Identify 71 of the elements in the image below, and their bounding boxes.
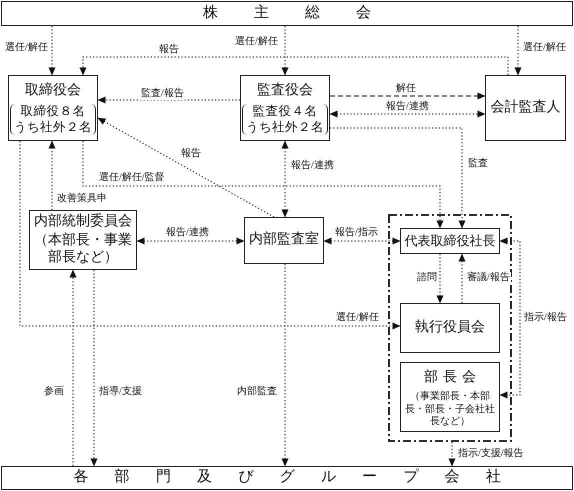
arrow bbox=[330, 110, 486, 118]
arrow bbox=[80, 56, 508, 76]
process-box bbox=[400, 303, 500, 353]
process-box bbox=[29, 210, 137, 270]
edge-label: 参画 bbox=[43, 386, 65, 398]
node-title: 株主総会 bbox=[203, 4, 407, 23]
edge-label: 監査 bbox=[467, 158, 489, 170]
edge-label: 報告/連携 bbox=[165, 227, 210, 239]
process-box bbox=[400, 362, 500, 432]
arrow bbox=[448, 442, 456, 466]
edge-label: 解任 bbox=[395, 83, 417, 95]
arrow bbox=[90, 270, 98, 466]
node-title: 取締役会 bbox=[25, 82, 81, 100]
edge-label: 改善策具申 bbox=[56, 193, 108, 205]
process-box bbox=[485, 75, 566, 141]
arrow bbox=[458, 254, 466, 304]
edge-label: 監査/報告 bbox=[140, 88, 185, 100]
arrow bbox=[330, 92, 486, 100]
node-note: 取締役８名 bbox=[20, 104, 86, 120]
node-note: うち社外２名 bbox=[14, 120, 92, 136]
arrow bbox=[330, 128, 466, 228]
edge-label: 報告/連携 bbox=[290, 160, 335, 172]
node-title: 監査役会 bbox=[257, 82, 313, 100]
node-note: （事業部長・本部長・部長・子会社社長など） bbox=[404, 391, 496, 429]
process-box bbox=[244, 217, 324, 264]
edge-label: 報告 bbox=[180, 148, 202, 160]
edge-label: 報告 bbox=[158, 44, 180, 56]
group-frame bbox=[388, 214, 512, 442]
node-title: 会計監査人 bbox=[490, 98, 560, 117]
process-box bbox=[400, 228, 500, 254]
arrow bbox=[70, 270, 76, 466]
edge-label: 内部監査 bbox=[236, 386, 278, 398]
arrow bbox=[48, 140, 56, 210]
edge-label: 報告/連携 bbox=[385, 101, 430, 113]
arrow bbox=[20, 140, 400, 330]
arrow bbox=[500, 238, 520, 398]
arrow bbox=[514, 26, 522, 76]
arrow bbox=[282, 140, 288, 218]
arrow bbox=[98, 118, 274, 218]
edge-label: 審議/報告 bbox=[466, 272, 511, 284]
edge-label: 指示/報告 bbox=[523, 312, 568, 324]
edge-label: 諮問 bbox=[416, 272, 438, 284]
edge-label: 指導/支援 bbox=[98, 386, 143, 398]
node-note: うち社外２名 bbox=[246, 120, 324, 136]
edge-label: 選任/解任 bbox=[234, 36, 279, 48]
edge-label: 選任/解任 bbox=[522, 42, 567, 54]
arrow bbox=[282, 264, 288, 466]
arrow bbox=[436, 254, 444, 304]
edge-label: 指示/支援/報告 bbox=[457, 448, 525, 460]
node-title: 各部門及びグループ会社 bbox=[73, 468, 527, 488]
footer-box bbox=[1, 466, 573, 490]
edge-label: 選任/解任 bbox=[335, 312, 380, 324]
node-title: 内部監査室 bbox=[249, 231, 319, 250]
header-box bbox=[1, 1, 573, 26]
edge-label: 選任/解任/監督 bbox=[98, 172, 166, 184]
arrow bbox=[324, 238, 400, 244]
node-title: 執行役員会 bbox=[415, 318, 485, 337]
node-title: 代表取締役社長 bbox=[404, 232, 496, 250]
node-note: 監査役４名 bbox=[252, 104, 318, 120]
arrow bbox=[136, 238, 244, 244]
process-box bbox=[8, 75, 98, 141]
arrow bbox=[48, 26, 56, 76]
node-note: （本部長・事業部長など） bbox=[33, 232, 133, 267]
edge-label: 報告/指示 bbox=[334, 227, 379, 239]
arrow bbox=[98, 96, 240, 104]
edge-label: 選任/解任 bbox=[4, 42, 49, 54]
node-title: 部長会 bbox=[424, 369, 481, 387]
process-box bbox=[240, 75, 330, 141]
arrow bbox=[282, 26, 288, 76]
node-title: 内部統制委員会 bbox=[34, 213, 132, 232]
arrow bbox=[82, 140, 444, 228]
